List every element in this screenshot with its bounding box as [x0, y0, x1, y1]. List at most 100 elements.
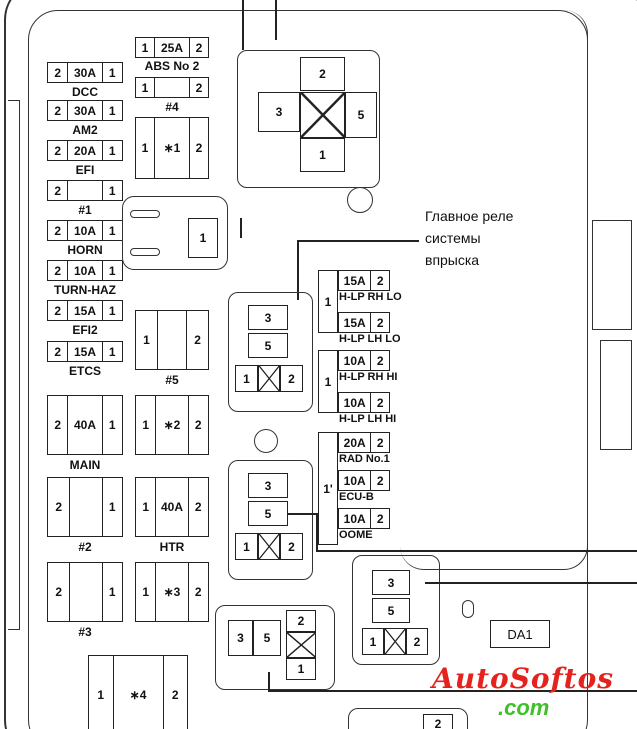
relay-d-coil: [286, 632, 316, 658]
fuse-right[interactable]: 10A 2: [338, 392, 390, 413]
pin: 2: [194, 333, 201, 347]
top-relay-pin-5[interactable]: 5: [345, 92, 377, 138]
fuse-group-common[interactable]: 1: [318, 350, 338, 413]
connector[interactable]: [122, 196, 228, 270]
relay-d-outline: [215, 605, 335, 690]
pin: 2: [376, 395, 384, 410]
pin: 2: [376, 511, 384, 526]
wire: [268, 690, 637, 692]
relay-d-pin-3[interactable]: 3: [228, 620, 253, 656]
pin: 2: [376, 353, 384, 368]
fuse-group-common[interactable]: 1: [318, 270, 338, 333]
bottom-pin-2[interactable]: 2: [423, 714, 453, 729]
pin: 1: [108, 65, 116, 80]
fuse-label: RAD No.1: [339, 453, 390, 465]
pin: 2: [376, 273, 384, 288]
relay-d-pin-1[interactable]: 1: [286, 658, 316, 680]
relay-c-pin-3[interactable]: 3: [372, 570, 410, 595]
callout-text: Главное реле: [425, 208, 514, 224]
callout-text: впрыска: [425, 252, 480, 268]
relay-d-pin-5[interactable]: 5: [253, 620, 281, 656]
relay-d-pin-2[interactable]: 2: [286, 610, 316, 632]
rating: 10A: [68, 221, 103, 240]
top-relay-coil: [300, 92, 345, 138]
relay-a-pin-5[interactable]: 5: [248, 333, 288, 358]
top-relay-pin-2[interactable]: 2: [300, 57, 345, 91]
connector-latch: [130, 248, 160, 256]
pin: 1: [108, 223, 116, 238]
pin: 2: [195, 80, 203, 95]
fuse-label: MAIN: [69, 458, 101, 472]
pin: 1: [108, 500, 116, 514]
top-relay-pin-1[interactable]: 1: [300, 138, 345, 172]
slot: [155, 78, 190, 97]
rating: 10A: [339, 393, 372, 412]
relay-a-coil: [258, 365, 280, 392]
rating: 15A: [68, 342, 103, 361]
relay-a-pin-2[interactable]: 2: [280, 365, 303, 392]
top-relay-pin-3[interactable]: 3: [258, 92, 300, 132]
label: ∗1: [155, 118, 190, 178]
rating: 30A: [68, 101, 103, 120]
pin: 1: [108, 344, 116, 359]
fuse-label: AM2: [72, 123, 98, 137]
fuse-label: HTR: [159, 540, 185, 554]
housing-right-tab2: [600, 340, 632, 450]
housing-outer: [4, 0, 637, 729]
fuse-label: ETCS: [68, 364, 101, 378]
wire: [288, 513, 316, 515]
callout-line: [297, 240, 419, 242]
relay-c-pin-2[interactable]: 2: [406, 628, 428, 655]
relay-a-pin-1[interactable]: 1: [235, 365, 258, 392]
pin: 2: [48, 101, 69, 120]
pin: 2: [376, 315, 384, 330]
relay-c-pin-1[interactable]: 1: [362, 628, 384, 655]
pin: 1: [108, 585, 116, 599]
fuse-label: H-LP LH LO: [339, 333, 401, 345]
relay-c-pin-5[interactable]: 5: [372, 598, 410, 623]
fuse-group-common[interactable]: 1': [318, 432, 338, 545]
rating: 15A: [68, 301, 103, 320]
rating: 10A: [68, 261, 103, 280]
rating: 10A: [339, 471, 372, 490]
pin: 2: [376, 435, 384, 450]
wire: [316, 513, 318, 550]
pin: 1: [89, 656, 114, 729]
fuse-label: #2: [78, 540, 92, 554]
mount-hole: [347, 187, 373, 213]
label: ∗2: [156, 396, 189, 454]
wire: [275, 0, 277, 40]
relay-b-pin-2[interactable]: 2: [280, 533, 303, 560]
relay-b-pin-1[interactable]: 1: [235, 533, 258, 560]
relay-a-pin-3[interactable]: 3: [248, 305, 288, 330]
relay-b-pin-5[interactable]: 5: [248, 501, 288, 526]
pin: 1: [136, 396, 157, 454]
fuse-label: ECU-B: [339, 491, 374, 503]
relay-b-pin-3[interactable]: 3: [248, 473, 288, 498]
